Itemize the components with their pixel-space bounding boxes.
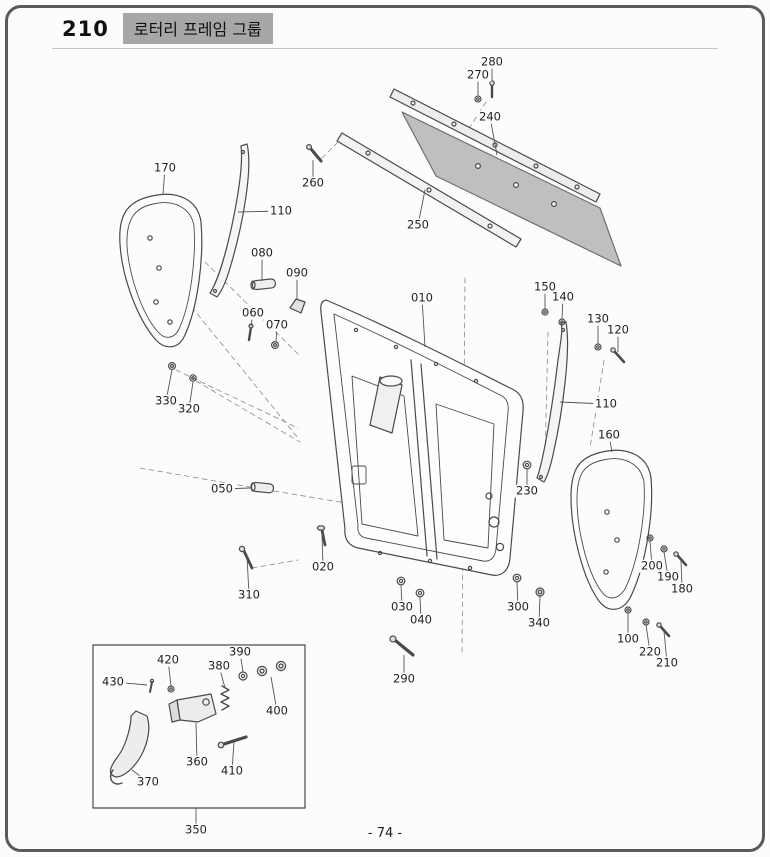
part-label-410: 410 <box>219 763 245 778</box>
part-280-screw <box>489 80 495 99</box>
part-020-bolt <box>316 525 327 547</box>
part-label-110: 110 <box>593 396 619 411</box>
part-label-170: 170 <box>152 160 178 175</box>
part-label-060: 060 <box>240 305 266 320</box>
part-label-330: 330 <box>153 393 179 408</box>
part-label-310: 310 <box>236 587 262 602</box>
part-210-bolt <box>656 622 671 638</box>
part-label-230: 230 <box>514 483 540 498</box>
part-430-pin <box>149 678 155 693</box>
part-label-160: 160 <box>596 427 622 442</box>
part-label-100: 100 <box>615 631 641 646</box>
part-label-300: 300 <box>505 599 531 614</box>
part-label-400: 400 <box>264 703 290 718</box>
part-label-280: 280 <box>479 54 505 69</box>
part-070-washer <box>271 341 280 350</box>
part-label-010: 010 <box>409 290 435 305</box>
part-label-250: 250 <box>405 217 431 232</box>
part-label-420: 420 <box>155 652 181 667</box>
part-label-360: 360 <box>184 754 210 769</box>
part-290-bolt <box>389 635 415 657</box>
part-label-080: 080 <box>249 245 275 260</box>
part-040-washer <box>415 588 425 598</box>
part-label-190: 190 <box>655 569 681 584</box>
part-090-clip <box>289 298 306 314</box>
part-310-bolt <box>238 545 254 570</box>
part-080-pin <box>250 278 277 291</box>
part-030-washer <box>396 576 406 586</box>
part-label-110: 110 <box>268 203 294 218</box>
part-label-040: 040 <box>408 612 434 627</box>
part-label-130: 130 <box>585 311 611 326</box>
part-110-left-brace <box>209 143 250 298</box>
part-label-210: 210 <box>654 655 680 670</box>
part-label-430: 430 <box>100 674 126 689</box>
header-divider <box>52 48 718 49</box>
part-380-spring <box>220 685 230 711</box>
part-370-hook-lever <box>109 710 150 785</box>
part-label-180: 180 <box>669 581 695 596</box>
part-label-150: 150 <box>532 279 558 294</box>
part-410-bolt <box>217 735 248 749</box>
part-300-washer <box>512 573 522 583</box>
part-label-240: 240 <box>477 109 503 124</box>
part-250-strip <box>336 132 522 248</box>
part-110-right-brace <box>536 321 569 483</box>
section-number: 210 <box>62 16 109 41</box>
page-number: - 74 - <box>367 826 403 841</box>
part-label-050: 050 <box>209 481 235 496</box>
part-170-left-cover <box>119 193 203 348</box>
part-label-220: 220 <box>637 644 663 659</box>
part-label-350: 350 <box>183 822 209 837</box>
part-350-inset-box <box>92 644 306 809</box>
part-label-120: 120 <box>605 322 631 337</box>
page-header: 210 로터리 프레임 그룹 <box>62 13 273 44</box>
part-label-020: 020 <box>310 559 336 574</box>
part-label-090: 090 <box>284 265 310 280</box>
part-label-030: 030 <box>389 599 415 614</box>
part-360-bracket <box>168 693 217 723</box>
part-label-200: 200 <box>639 558 665 573</box>
part-label-390: 390 <box>227 644 253 659</box>
part-330-washer <box>168 362 177 371</box>
part-label-340: 340 <box>526 615 552 630</box>
part-label-140: 140 <box>550 289 576 304</box>
part-label-370: 370 <box>135 774 161 789</box>
part-label-260: 260 <box>300 175 326 190</box>
part-230-washer <box>522 460 532 470</box>
part-240-blade <box>401 111 622 267</box>
part-label-380: 380 <box>206 658 232 673</box>
part-010-main-frame <box>320 299 524 576</box>
page-title: 로터리 프레임 그룹 <box>122 13 273 44</box>
part-400-nuts <box>256 660 287 677</box>
part-label-270: 270 <box>465 67 491 82</box>
part-270-washer <box>474 95 482 103</box>
part-180-bolt <box>673 551 688 567</box>
part-label-290: 290 <box>391 671 417 686</box>
part-160-right-cover <box>570 449 653 610</box>
part-050-pin <box>250 481 275 494</box>
part-320-washer <box>189 374 197 382</box>
part-label-320: 320 <box>176 401 202 416</box>
part-label-070: 070 <box>264 317 290 332</box>
part-260-bolt <box>306 144 323 163</box>
part-120-bolt <box>610 347 626 364</box>
